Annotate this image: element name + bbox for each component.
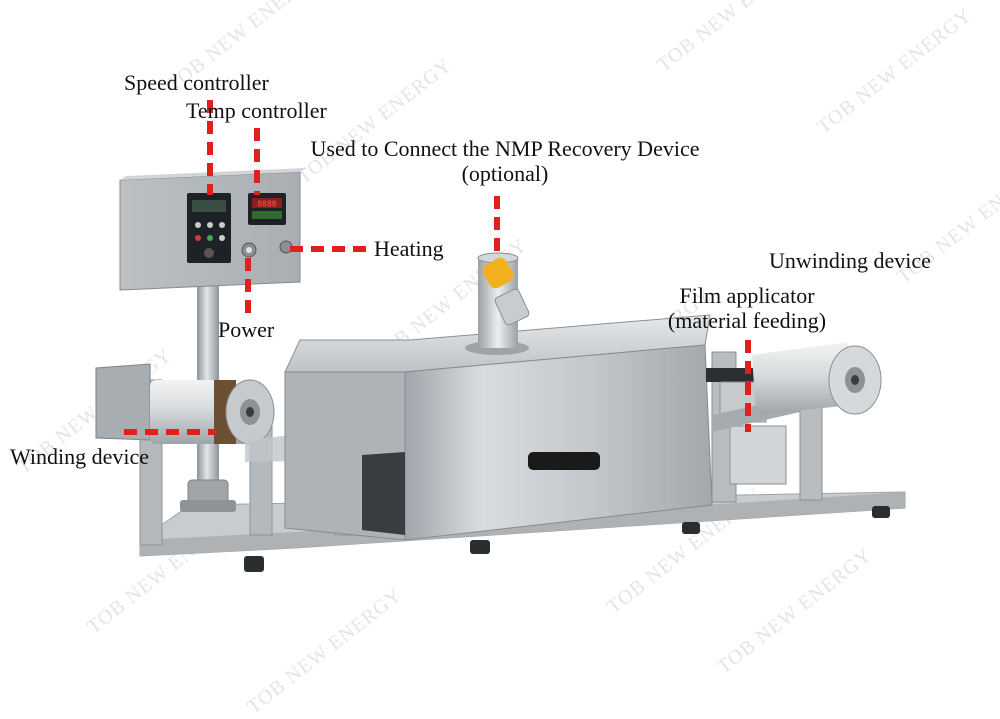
control-box: 8888 <box>119 168 306 291</box>
film-applicator-label: Film applicator (material feeding) <box>648 283 846 334</box>
diagram-stage: TOB NEW ENERGY TOB NEW ENERGY TOB NEW EN… <box>10 0 1000 718</box>
unwinding-device-label: Unwinding device <box>769 248 931 273</box>
nmp-outlet <box>465 252 530 355</box>
nmp-recovery-line2: (optional) <box>461 161 549 187</box>
speed-controller-label: Speed controller <box>124 70 269 95</box>
film-applicator-line1: Film applicator <box>679 283 815 308</box>
oven-handle <box>528 452 600 470</box>
leader-lines <box>124 100 751 435</box>
temp-display: 8888 <box>257 200 276 209</box>
film-applicator-line2: (material feeding) <box>667 308 827 334</box>
winding-device-label: Winding device <box>10 444 150 469</box>
power-label: Power <box>218 317 275 342</box>
temp-controller-label: Temp controller <box>186 98 327 123</box>
winding-roll <box>95 363 275 445</box>
nmp-recovery-line1: Used to Connect the NMP Recovery Device <box>310 136 700 161</box>
heating-label: Heating <box>374 236 444 261</box>
nmp-recovery-label: Used to Connect the NMP Recovery Device … <box>270 136 740 187</box>
coating-machine-illustration: 8888 <box>95 100 906 572</box>
unwinding-roll <box>752 342 882 501</box>
